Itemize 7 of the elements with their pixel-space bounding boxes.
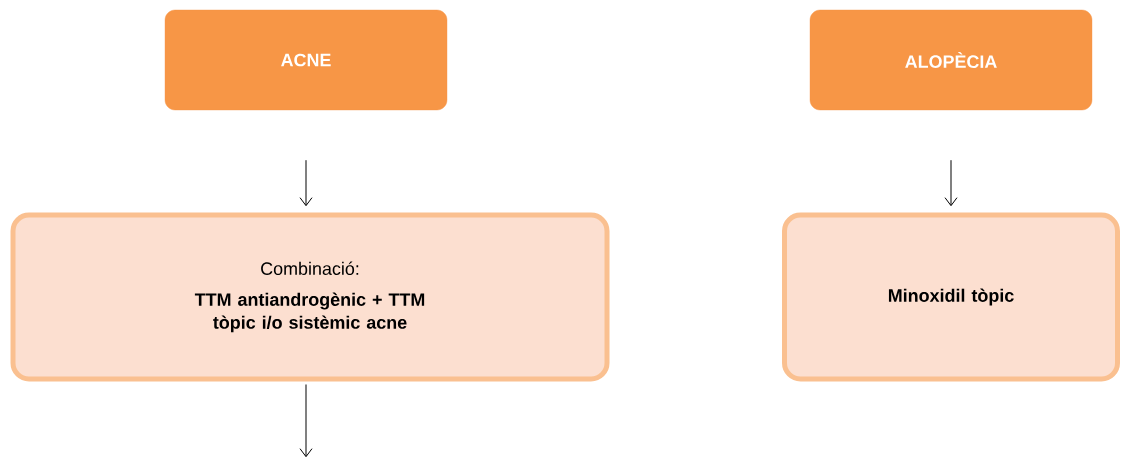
treatment-box: Combinació: TTM antiandrogènic + TTM tòpic i/o sistèmic acne [10,212,610,382]
heading-box: ACNE [164,9,448,111]
arrow [299,159,313,207]
heading-box: ALOPÈCIA [809,9,1093,111]
arrow [299,384,313,458]
treatment-box: Minoxidil tòpic [782,212,1120,382]
arrow [944,159,958,207]
